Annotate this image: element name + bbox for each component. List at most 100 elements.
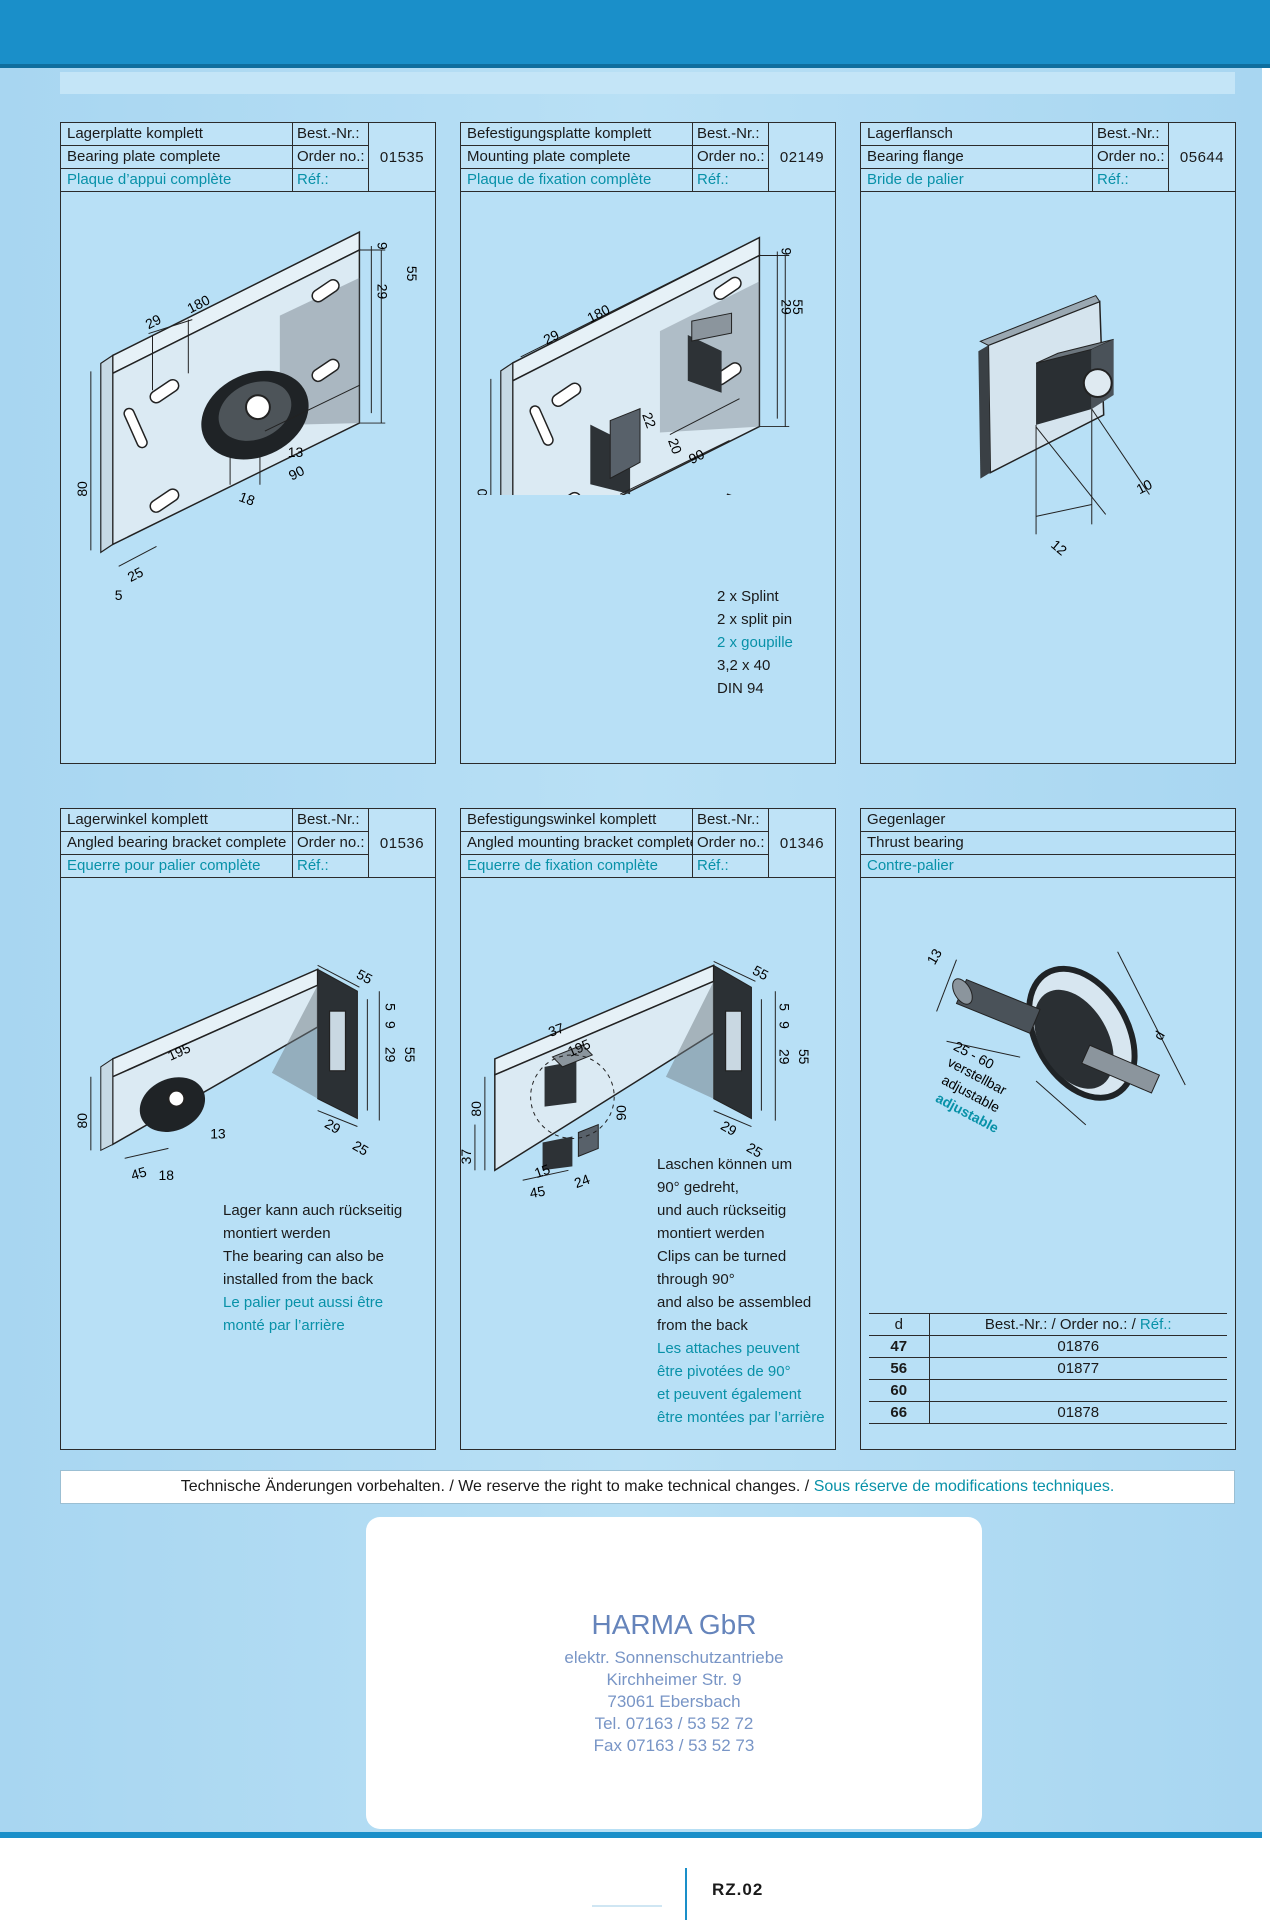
caption-size: 3,2 x 40	[717, 657, 771, 674]
technical-changes-notice: Technische Änderungen vorbehalten. / We …	[60, 1470, 1235, 1504]
row-order: 01877	[929, 1357, 1227, 1380]
bottom-rule	[0, 1832, 1262, 1838]
dim-height: 80	[468, 1101, 484, 1117]
row-d: 60	[869, 1379, 930, 1402]
dealer-tagline: elektr. Sonnenschutzantriebe	[564, 1648, 784, 1667]
dim-bore: 13	[288, 444, 304, 460]
dim-slot-spacing: 29	[382, 1047, 398, 1063]
caption-de-1: Lager kann auch rückseitig	[223, 1202, 403, 1219]
clips-caption: Laschen können um 90° gedreht, und auch …	[657, 1153, 825, 1429]
dim-thickness: 5	[115, 587, 123, 603]
dim-bottom-offset: 25	[125, 563, 146, 584]
dim-depth: 12	[1048, 536, 1070, 558]
dim-clip-height: 37	[461, 1149, 474, 1165]
dealer-fax: Fax 07163 / 53 52 73	[593, 1736, 755, 1755]
dim-slot-offset: 29	[143, 311, 164, 332]
card-thrust-bearing: Gegenlager Thrust bearing Contre-palier …	[860, 808, 1236, 1450]
name-en: Angled mounting bracket complete	[461, 832, 693, 855]
label-fr: Réf.:	[293, 855, 369, 877]
angled-mounting-bracket-drawing: 195 37 55 5 9 29 55 80 90 37 29 25 15 24…	[461, 960, 812, 1201]
dealer-phone: Tel. 07163 / 53 52 72	[594, 1714, 754, 1733]
dim-height: 80	[474, 488, 490, 495]
dim-slot-spacing: 29	[374, 284, 390, 300]
dim-flange-offset: 90	[286, 462, 307, 483]
name-en: Bearing plate complete	[61, 146, 293, 169]
name-de: Lagerplatte komplett	[61, 123, 293, 146]
header-d: d	[869, 1313, 930, 1336]
label-en: Order no.:	[693, 832, 769, 855]
caption-en-3: and also be assembled	[657, 1294, 812, 1311]
caption-en-2: through 90°	[657, 1271, 735, 1288]
name-de: Befestigungswinkel komplett	[461, 809, 693, 832]
label-en: Order no.:	[293, 832, 369, 855]
card-header: Lagerwinkel komplett Best.-Nr.: 01536 An…	[61, 809, 435, 878]
name-en: Bearing flange	[861, 146, 1093, 169]
row-d: 47	[869, 1335, 930, 1358]
dim-bore: 13	[210, 1125, 226, 1141]
card-header: Gegenlager Thrust bearing Contre-palier	[861, 809, 1235, 878]
label-de: Best.-Nr.:	[693, 123, 769, 146]
label-de: Best.-Nr.:	[693, 809, 769, 832]
caption-fr-2: monté par l’arrière	[223, 1317, 345, 1334]
caption-fr-1: Le palier peut aussi être	[223, 1294, 384, 1311]
dim-slot: 9	[776, 1021, 792, 1029]
caption-standard: DIN 94	[717, 680, 764, 697]
name-fr: Contre-palier	[861, 855, 1235, 878]
notice-de: Technische Änderungen vorbehalten.	[180, 1478, 445, 1495]
notice-sep-2: /	[800, 1478, 814, 1495]
header-order: Best.-Nr.: / Order no.: / Réf.:	[929, 1313, 1227, 1336]
label-en: Order no.:	[693, 146, 769, 169]
dim-leg-bottom: 25	[744, 1139, 766, 1161]
dealer-city: 73061 Ebersbach	[607, 1692, 741, 1711]
dealer-street: Kirchheimer Str. 9	[606, 1670, 742, 1689]
caption-en: 2 x split pin	[717, 611, 793, 628]
name-de: Befestigungsplatte komplett	[461, 123, 693, 146]
dim-clip-distance: 86	[652, 493, 673, 495]
card-header: Lagerflansch Best.-Nr.: 05644 Bearing fl…	[861, 123, 1235, 192]
card-angled-bearing-bracket: Lagerwinkel komplett Best.-Nr.: 01536 An…	[60, 808, 436, 1450]
dim-clip-inset: 15	[532, 1161, 552, 1181]
dim-flange-width: 18	[237, 488, 257, 508]
split-pin-caption: 2 x Splint 2 x split pin 2 x goupille 3,…	[717, 585, 793, 700]
card-header: Befestigungswinkel komplett Best.-Nr.: 0…	[461, 809, 835, 878]
dim-edge: 9	[778, 248, 794, 256]
notice-sep-1: /	[444, 1478, 459, 1495]
row-d: 66	[869, 1401, 930, 1424]
dim-bottom-offset: 45	[528, 1183, 546, 1201]
bearing-back-caption: Lager kann auch rückseitig montiert werd…	[223, 1199, 402, 1337]
name-de: Lagerflansch	[861, 123, 1093, 146]
header-order-text: Best.-Nr.: / Order no.: /	[984, 1316, 1140, 1333]
notice-fr: Sous réserve de modifications techniques…	[813, 1478, 1115, 1495]
label-de: Best.-Nr.:	[1093, 123, 1169, 146]
name-fr: Plaque d’appui complète	[61, 169, 293, 191]
top-band	[0, 0, 1270, 68]
dim-flange-width: 18	[158, 1167, 174, 1181]
order-number: 01346	[779, 834, 825, 852]
caption-fr-2: être pivotées de 90°	[657, 1363, 791, 1380]
caption-de-3: und auch rückseitig	[657, 1202, 787, 1219]
label-fr: Réf.:	[1093, 169, 1169, 191]
dim-height: 80	[74, 481, 90, 497]
name-fr: Equerre de fixation complète	[461, 855, 693, 877]
name-en: Thrust bearing	[861, 832, 1235, 855]
name-fr: Plaque de fixation complète	[461, 169, 693, 191]
card-mounting-plate: Befestigungsplatte komplett Best.-Nr.: 0…	[460, 122, 836, 764]
name-fr: Bride de palier	[861, 169, 1093, 191]
dim-leg-bottom: 25	[350, 1137, 372, 1159]
caption-en-1: The bearing can also be	[223, 1248, 384, 1265]
name-en: Mounting plate complete	[461, 146, 693, 169]
dim-clip-top: 37	[546, 1019, 566, 1039]
dim-slot: 9	[382, 1021, 398, 1029]
dim-bore: 13	[923, 946, 945, 968]
dealer-stamp: HARMA GbR elektr. Sonnenschutzantriebe K…	[366, 1517, 982, 1829]
dim-leg-offset: 29	[322, 1115, 344, 1137]
order-number: 01536	[379, 834, 425, 852]
page-code: RZ.02	[712, 1880, 764, 1899]
dim-height-right: 55	[790, 299, 806, 315]
caption-fr-4: être montées par l’arrière	[657, 1409, 825, 1426]
bearing-plate-drawing: 180 29 9 29 55 80 13 90 18 25 5	[74, 230, 420, 603]
dim-edge: 5	[382, 1003, 398, 1011]
